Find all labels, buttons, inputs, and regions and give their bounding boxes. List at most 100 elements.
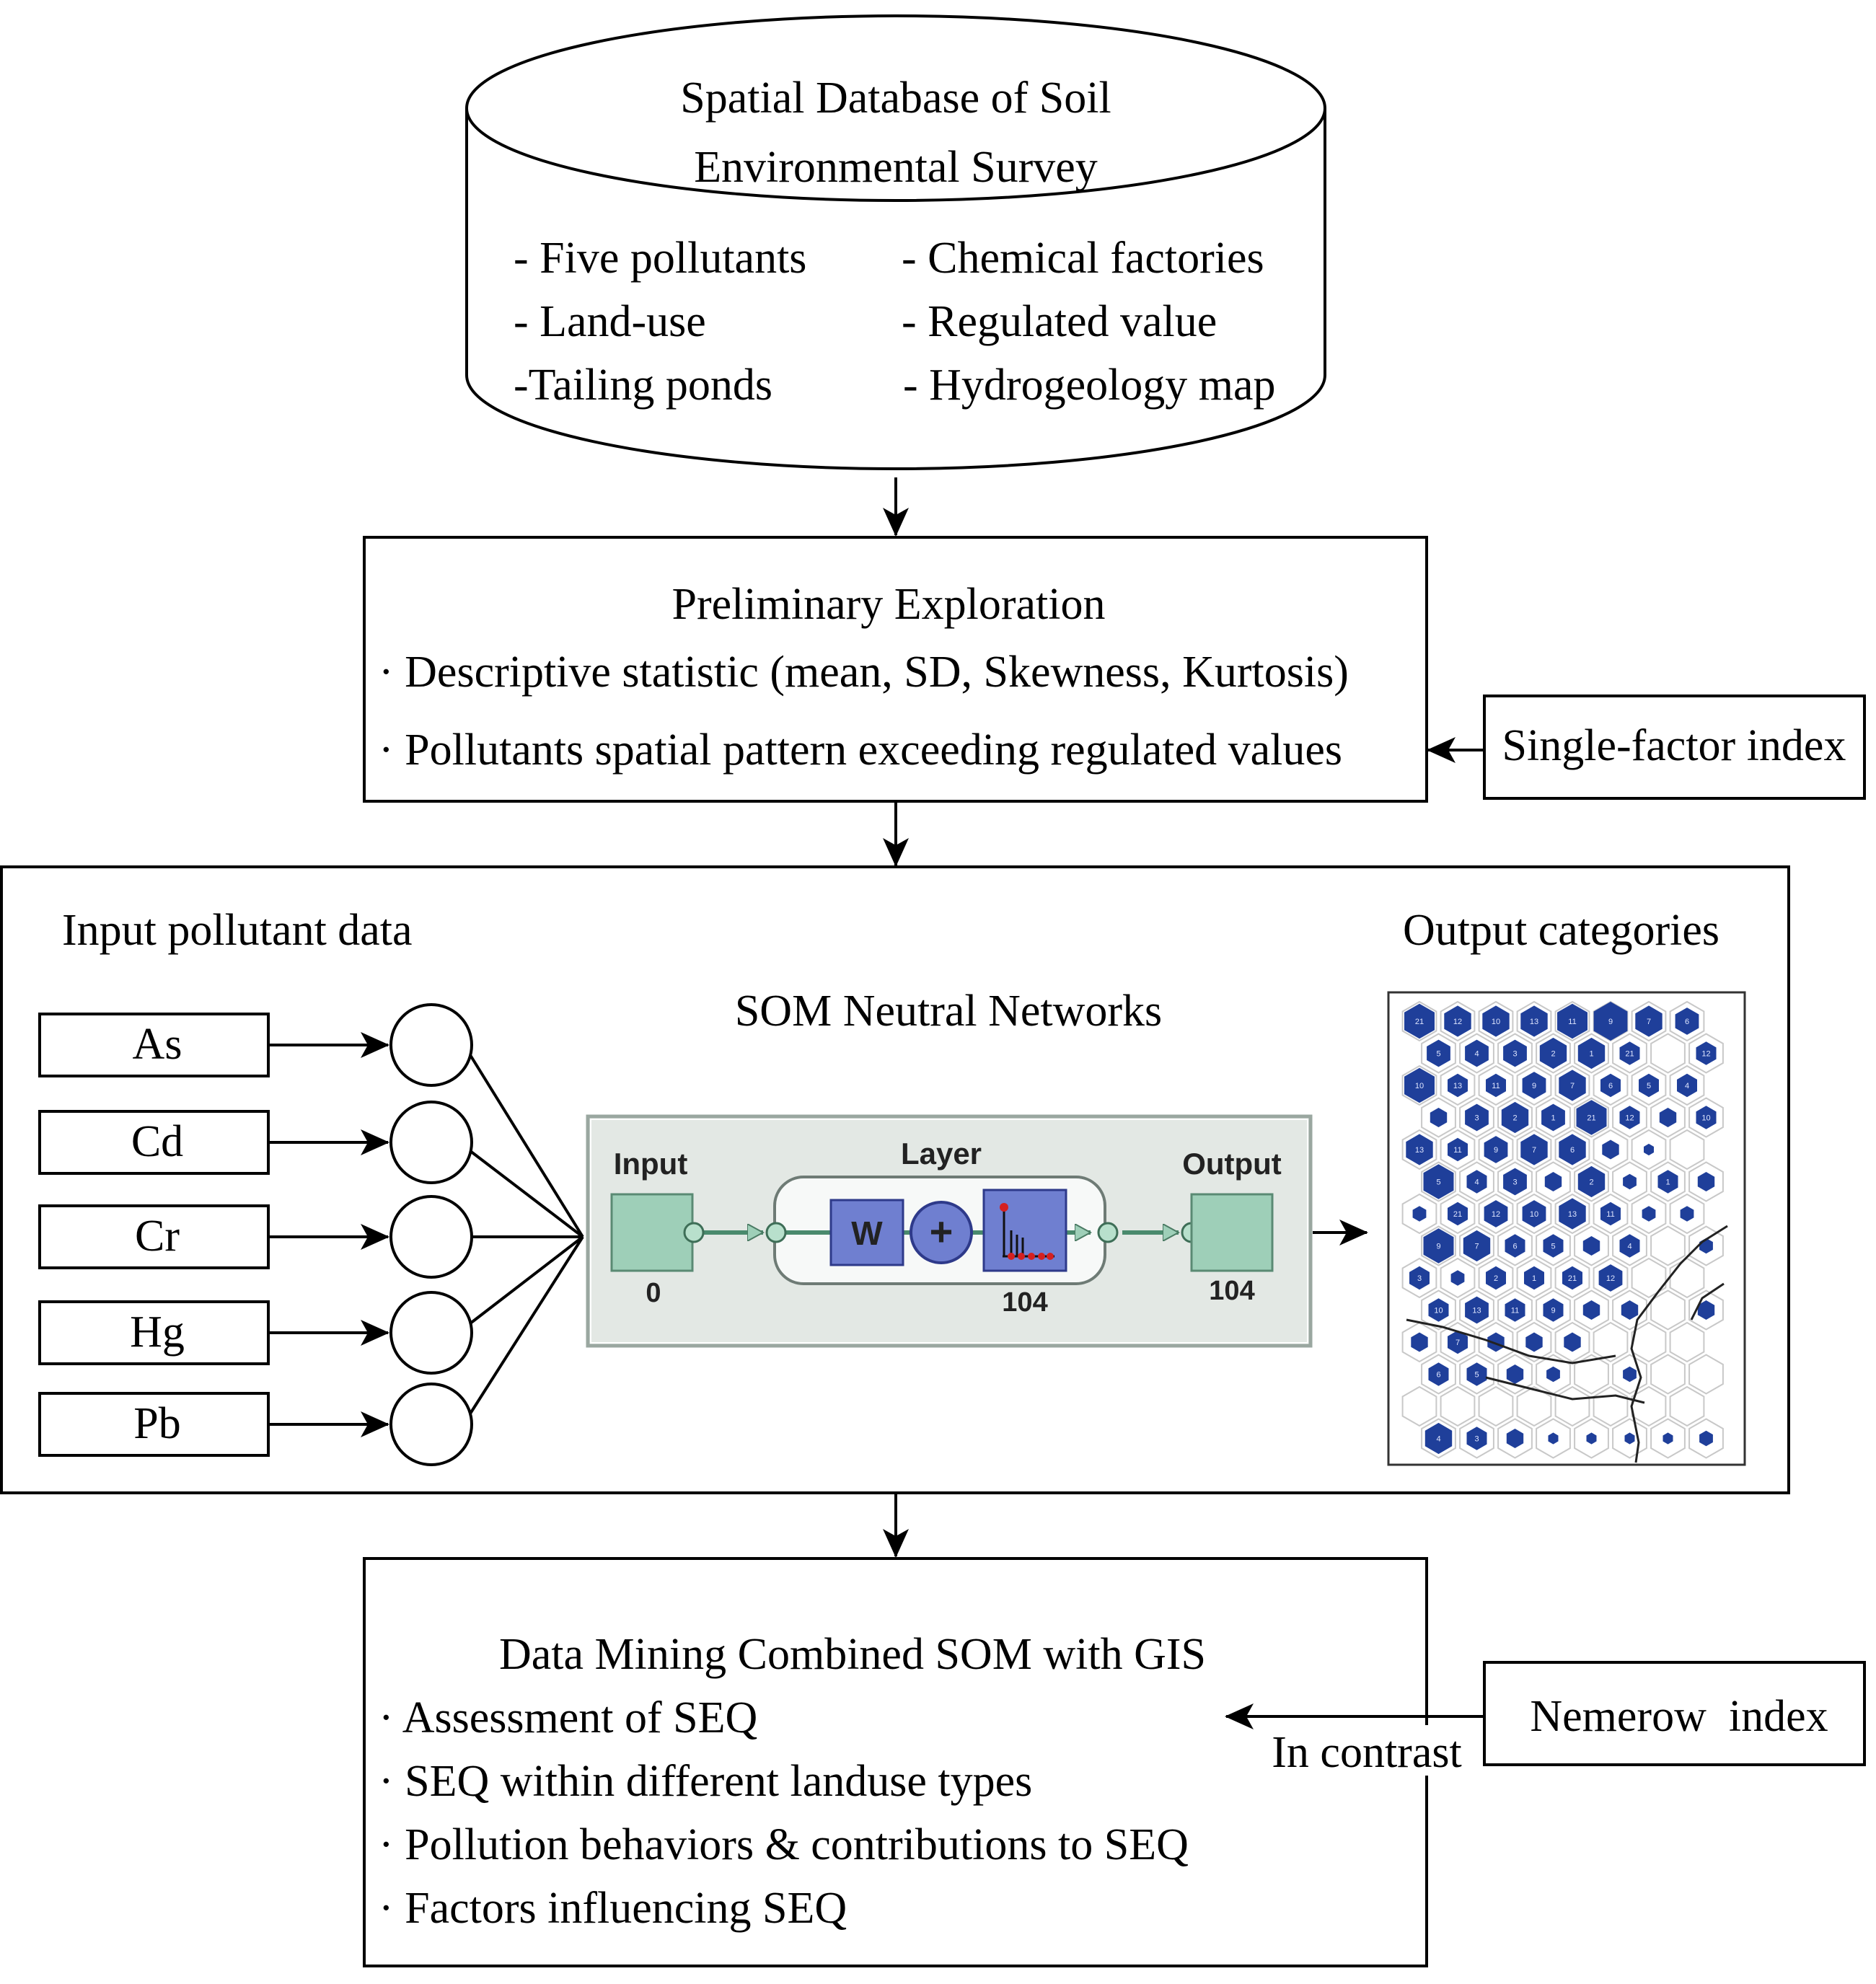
hexmap-neuron-hit xyxy=(1564,1332,1581,1352)
hexmap-neuron-hit xyxy=(1562,1266,1582,1290)
hexmap-cell xyxy=(1669,1257,1705,1299)
hexmap-cell-count: 13 xyxy=(1568,1210,1577,1219)
hexmap-neuron-hit xyxy=(1696,1041,1717,1065)
pollutant-box-hg xyxy=(38,1300,270,1365)
hexmap-cell-count: 10 xyxy=(1701,1114,1710,1123)
hexmap-neuron-hit xyxy=(1424,1422,1453,1455)
hexmap-cell-count: 7 xyxy=(1570,1082,1575,1090)
hexmap-neuron-hit xyxy=(1548,1432,1559,1445)
hexmap-neuron-hit xyxy=(1465,1296,1489,1324)
hexmap-neuron-hit xyxy=(1428,1298,1449,1322)
hexmap-neuron-hit xyxy=(1448,1202,1468,1226)
hexmap-cell-count: 7 xyxy=(1456,1339,1460,1347)
pollutant-label: Pb xyxy=(133,1399,180,1448)
hexmap-cell-count: 10 xyxy=(1530,1210,1538,1219)
hexmap-neuron-hit xyxy=(1543,1298,1564,1322)
network-layer-label: Layer xyxy=(901,1137,982,1170)
hexmap-neuron-hit xyxy=(1642,1206,1656,1222)
hexmap-neuron-hit xyxy=(1677,1073,1697,1098)
hexmap-cell-count: 6 xyxy=(1512,1243,1517,1251)
output-categories-title: Output categories xyxy=(1403,906,1719,955)
hexmap-cell xyxy=(1574,1354,1609,1395)
pollutant-box-pb xyxy=(38,1392,270,1457)
hexmap-neuron-hit xyxy=(1619,1041,1640,1065)
hexmap-neuron-hit xyxy=(1557,1003,1587,1039)
contrast-label: In contrast xyxy=(1272,1728,1461,1777)
hexmap-cell-count: 2 xyxy=(1551,1050,1555,1059)
network-input-size: 0 xyxy=(646,1278,661,1308)
pollutant-inputs: As Cd Cr Hg Pb xyxy=(38,1013,270,1457)
exploration-title: Preliminary Exploration xyxy=(672,580,1106,629)
hexmap-neuron-hit xyxy=(1663,1432,1673,1445)
hexmap-cell-count: 9 xyxy=(1436,1243,1440,1251)
hexmap-cell-count: 4 xyxy=(1436,1435,1440,1444)
hexmap-cell-count: 10 xyxy=(1415,1082,1424,1090)
hexmap-neuron-hit xyxy=(1697,1172,1715,1191)
network-input-node xyxy=(610,1193,694,1272)
database-item: - Chemical factories xyxy=(902,234,1264,283)
network-competitive-icon xyxy=(1000,1203,1054,1260)
hexmap-cell-count: 4 xyxy=(1474,1178,1479,1187)
network-competitive-block xyxy=(982,1189,1067,1272)
hexmap-neuron-hit xyxy=(1546,1366,1560,1383)
hexmap-neuron-hit xyxy=(1577,1165,1606,1198)
database-items: - Five pollutants - Land-use -Tailing po… xyxy=(514,234,1276,410)
hexmap-neuron-hit xyxy=(1450,1270,1465,1286)
exploration-bullet: · Descriptive statistic (mean, SD, Skewn… xyxy=(379,648,1349,697)
hexmap-cell-count: 21 xyxy=(1587,1114,1595,1123)
hexmap-neuron-hit xyxy=(1675,1008,1699,1035)
hexmap-neuron-hit xyxy=(1484,1200,1508,1227)
input-neuron xyxy=(389,1003,473,1087)
hexmap-neuron-hit xyxy=(1412,1206,1427,1222)
hexmap-cell-count: 11 xyxy=(1568,1018,1576,1026)
exploration-bullet: · Pollutants spatial pattern exceeding r… xyxy=(379,726,1342,775)
hexmap-neuron-hit xyxy=(1623,1173,1637,1190)
hexmap-cell-count: 21 xyxy=(1568,1274,1577,1283)
hexmap-cell-count: 11 xyxy=(1492,1082,1500,1090)
hexmap-cell xyxy=(1593,1321,1629,1363)
hexmap-cell-count: 5 xyxy=(1474,1371,1479,1380)
hexmap-cell xyxy=(1669,1129,1705,1170)
pollutant-label: Cd xyxy=(131,1117,183,1166)
hexmap-cell-count: 21 xyxy=(1625,1050,1634,1059)
hexmap-cell-count: 5 xyxy=(1551,1243,1555,1251)
hexmap-neuron-hit xyxy=(1503,1039,1527,1067)
single-factor-box xyxy=(1483,695,1866,800)
hexmap-cell-count: 3 xyxy=(1474,1114,1479,1123)
hexmap-neuron-hit xyxy=(1466,1427,1487,1450)
input-neuron xyxy=(389,1101,473,1184)
database-item: - Five pollutants xyxy=(514,234,806,283)
pollutant-label: Hg xyxy=(130,1308,185,1357)
hexmap-neuron-hit xyxy=(1559,1070,1586,1101)
hexmap-neuron-hit xyxy=(1602,1139,1619,1160)
hexmap-cell-count: 4 xyxy=(1474,1050,1479,1059)
input-neuron xyxy=(389,1195,473,1279)
network-output-size: 104 xyxy=(1209,1276,1254,1306)
hexmap-cell-count: 4 xyxy=(1685,1082,1689,1090)
hexmap-neuron-hit xyxy=(1423,1228,1454,1264)
hexmap-cell-count: 7 xyxy=(1532,1146,1536,1155)
hexmap-cell-count: 2 xyxy=(1494,1274,1498,1283)
hexmap-neuron-hit xyxy=(1657,1170,1678,1194)
nemerow-label: Nemerow index xyxy=(1530,1692,1828,1741)
input-arrows xyxy=(268,1032,389,1437)
hexmap-neuron-hit xyxy=(1466,1362,1487,1386)
hexmap-neuron-hit xyxy=(1577,1037,1606,1070)
hexmap-neuron-hit xyxy=(1448,1073,1468,1098)
hexmap-neuron-hit xyxy=(1621,1300,1639,1320)
network-output-node xyxy=(1190,1193,1274,1272)
hexmap-cell-count: 10 xyxy=(1492,1018,1500,1026)
hexmap-neuron-hit xyxy=(1411,1332,1428,1352)
hexmap-neuron-hit xyxy=(1430,1108,1448,1127)
hexmap-cell xyxy=(1440,1385,1476,1427)
pollutant-box-as xyxy=(38,1013,270,1077)
hexmap-neuron-hit xyxy=(1696,1106,1717,1129)
hexmap-cell xyxy=(1631,1321,1667,1363)
hexmap-neuron-hit xyxy=(1501,1101,1529,1134)
hexmap-cell-count: 21 xyxy=(1415,1018,1424,1026)
hexmap-cell-count: 6 xyxy=(1608,1082,1613,1090)
hexmap-neuron-hit xyxy=(1586,1432,1597,1445)
